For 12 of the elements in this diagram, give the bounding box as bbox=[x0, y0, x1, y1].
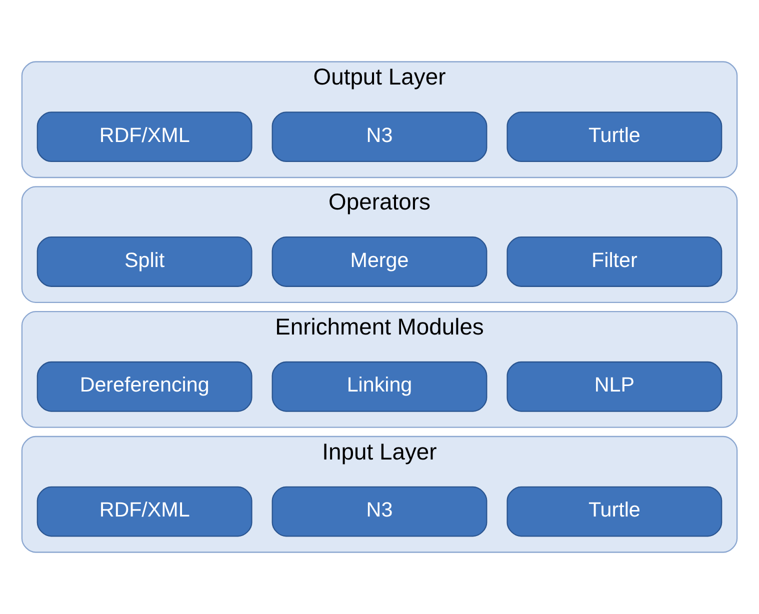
node-box: Turtle bbox=[506, 112, 722, 162]
node-box: Filter bbox=[506, 236, 722, 287]
node-box: N3 bbox=[272, 486, 488, 537]
node-box: NLP bbox=[506, 361, 722, 412]
node-box: RDF/XML bbox=[36, 486, 252, 537]
node-box: Turtle bbox=[506, 486, 722, 537]
node-box: N3 bbox=[272, 112, 488, 162]
node-box: Merge bbox=[272, 236, 488, 287]
node-box: Linking bbox=[272, 361, 488, 412]
node-box: RDF/XML bbox=[36, 112, 252, 162]
node-box: Split bbox=[36, 236, 252, 287]
node-box: Dereferencing bbox=[36, 361, 252, 412]
